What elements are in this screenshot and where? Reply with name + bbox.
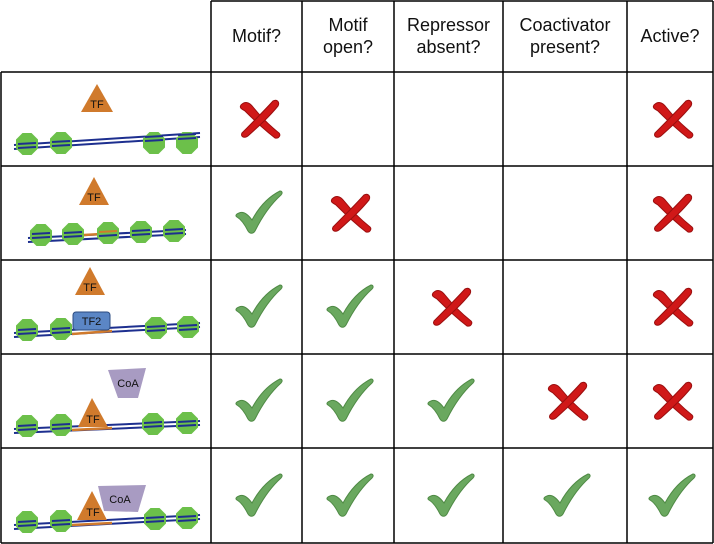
nucleosome — [176, 507, 198, 529]
header-motif-open: Motif open? — [302, 0, 394, 72]
tf-label: TF — [90, 99, 104, 111]
header-repressor-absent: Repressor absent? — [394, 0, 503, 72]
coactivator — [98, 485, 146, 512]
transcription-factor — [79, 177, 109, 205]
scenario-repressor-bound-diagram: TF2 TF — [13, 267, 201, 341]
scenario-no-coactivator-diagram: TF CoA — [13, 368, 201, 437]
motif-segment — [71, 521, 113, 527]
nucleosome — [142, 413, 164, 435]
coa-label: CoA — [117, 378, 139, 390]
check-icon — [234, 284, 283, 328]
header-active: Active? — [627, 0, 713, 72]
header-label: Motif open? — [322, 15, 374, 57]
transcription-factor — [75, 267, 105, 295]
check-icon — [234, 472, 283, 517]
check-icon — [426, 472, 475, 517]
cross-icon — [330, 193, 372, 233]
tf2-label: TF2 — [82, 316, 102, 328]
nucleosome — [177, 316, 199, 338]
header-label: Repressor absent? — [406, 15, 491, 57]
scenario-active-diagram: TF CoA — [13, 485, 201, 533]
nucleosome — [30, 224, 52, 246]
dna-strand — [13, 132, 201, 146]
check-icon — [326, 284, 374, 328]
coactivator — [108, 368, 146, 398]
motif-segment — [71, 329, 113, 336]
check-icon — [234, 378, 283, 422]
header-label: Active? — [640, 26, 700, 46]
tf-label: TF — [87, 192, 101, 204]
coa-label: CoA — [109, 494, 131, 506]
cross-icon — [652, 99, 694, 139]
motif-segment — [71, 426, 113, 432]
transcription-factor — [78, 398, 108, 427]
check-icon — [648, 472, 696, 517]
nucleosome — [62, 223, 84, 245]
nucleosome — [145, 317, 167, 339]
check-icon — [326, 472, 374, 517]
cross-icon — [431, 287, 472, 327]
nucleosome — [163, 220, 185, 242]
header-motif: Motif? — [211, 0, 302, 72]
cross-icon — [239, 99, 280, 139]
nucleosome — [130, 221, 152, 243]
scenario-motif-closed-diagram: TF — [27, 177, 187, 246]
nucleosome — [97, 222, 119, 244]
tf-label: TF — [83, 282, 97, 294]
transcription-factor — [77, 491, 107, 520]
cross-icon — [652, 193, 694, 233]
nucleosome — [144, 508, 166, 530]
dna-strand — [13, 420, 201, 430]
cross-icon — [547, 381, 589, 421]
nucleosome — [50, 132, 72, 154]
cross-icon — [652, 287, 694, 327]
scenario-motif-absent-diagram: TF — [13, 84, 201, 155]
repressor-tf2 — [72, 311, 111, 331]
header-label: Coactivator present? — [519, 15, 611, 57]
tf-label: TF — [86, 507, 100, 519]
check-icon — [543, 472, 591, 517]
cross-icon — [652, 381, 694, 421]
nucleosome — [176, 412, 198, 434]
tf-label: TF — [86, 414, 100, 426]
header-label: Motif? — [231, 26, 282, 46]
check-icon — [426, 378, 475, 422]
check-icon — [234, 190, 283, 234]
transcription-factor — [81, 84, 113, 112]
header-coactivator-present: Coactivator present? — [503, 0, 627, 72]
dna-strand — [13, 136, 201, 150]
check-icon — [326, 378, 374, 422]
